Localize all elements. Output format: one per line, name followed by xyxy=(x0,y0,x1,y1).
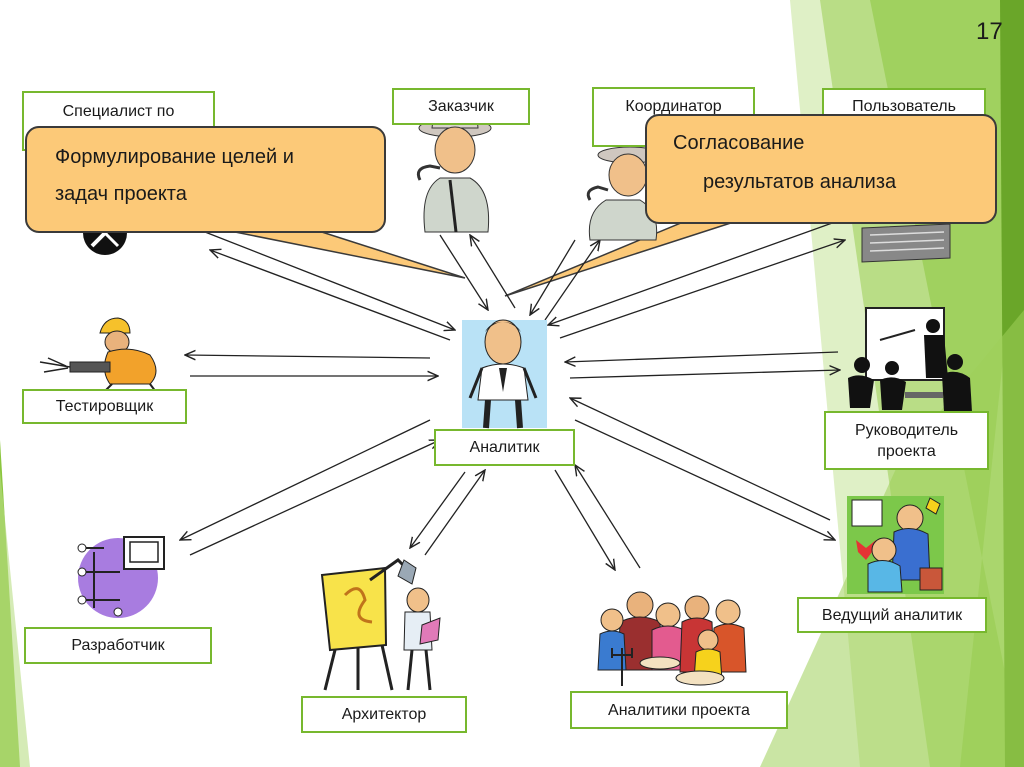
arrow-developer-analyst xyxy=(189,440,440,556)
approval-callout: Согласование результатов анализа xyxy=(645,114,997,224)
goals-callout-line2: задач проекта xyxy=(55,183,187,205)
arrow-customer-analyst xyxy=(439,234,488,310)
project-manager-label: Руководитель проекта xyxy=(824,411,989,470)
architect-easel-icon xyxy=(320,558,441,691)
arrow-coordinator-analyst xyxy=(530,239,576,315)
page-number: 17 xyxy=(976,18,1003,45)
arrow-user-analyst xyxy=(548,221,836,325)
lead-analyst-label: Ведущий аналитик xyxy=(797,597,987,633)
project-analysts-label: Аналитики проекта xyxy=(570,691,788,729)
arrow-analysts-analyst xyxy=(575,465,641,569)
project-team-group-icon xyxy=(597,591,747,686)
connection-arrows xyxy=(180,221,845,570)
developer-label: Разработчик xyxy=(24,627,212,664)
goals-callout-line1: Формулирование целей и xyxy=(55,146,294,168)
arrow-analyst-developer xyxy=(180,419,431,540)
tester-label: Тестировщик xyxy=(22,389,187,424)
customer-label: Заказчик xyxy=(392,88,530,125)
arrow-specialist-analyst xyxy=(204,231,455,330)
analyst-label: Аналитик xyxy=(434,429,575,466)
arrow-analyst-manager xyxy=(569,370,840,379)
arrow-analyst-architect xyxy=(410,471,466,548)
goals-callout: Формулирование целей и задач проекта xyxy=(25,126,386,233)
arrow-analyst-tester xyxy=(185,355,431,358)
arrow-analyst-lead xyxy=(574,419,835,540)
arrow-analyst-specialist xyxy=(210,250,451,341)
coordinator-label-line1: Координатор xyxy=(625,98,722,115)
approval-callout-line2: результатов анализа xyxy=(703,171,897,193)
meeting-presentation-icon xyxy=(848,307,972,412)
tester-worker-icon xyxy=(39,317,157,393)
arrow-analyst-coordinator xyxy=(544,240,600,321)
architect-label: Архитектор xyxy=(301,696,467,733)
lead-analyst-teaching-icon xyxy=(847,496,944,594)
arrow-analyst-analysts xyxy=(554,469,615,570)
arrow-manager-analyst xyxy=(565,351,839,362)
approval-callout-line1: Согласование xyxy=(673,132,805,154)
keyboard-icon xyxy=(861,223,951,263)
arrow-analyst-customer xyxy=(470,235,516,309)
developer-circuit-icon xyxy=(77,536,165,618)
arrow-lead-analyst xyxy=(570,398,831,521)
arrow-architect-analyst xyxy=(424,470,485,556)
arrow-analyst-user xyxy=(559,240,845,339)
analyst-figure-icon xyxy=(462,319,547,429)
